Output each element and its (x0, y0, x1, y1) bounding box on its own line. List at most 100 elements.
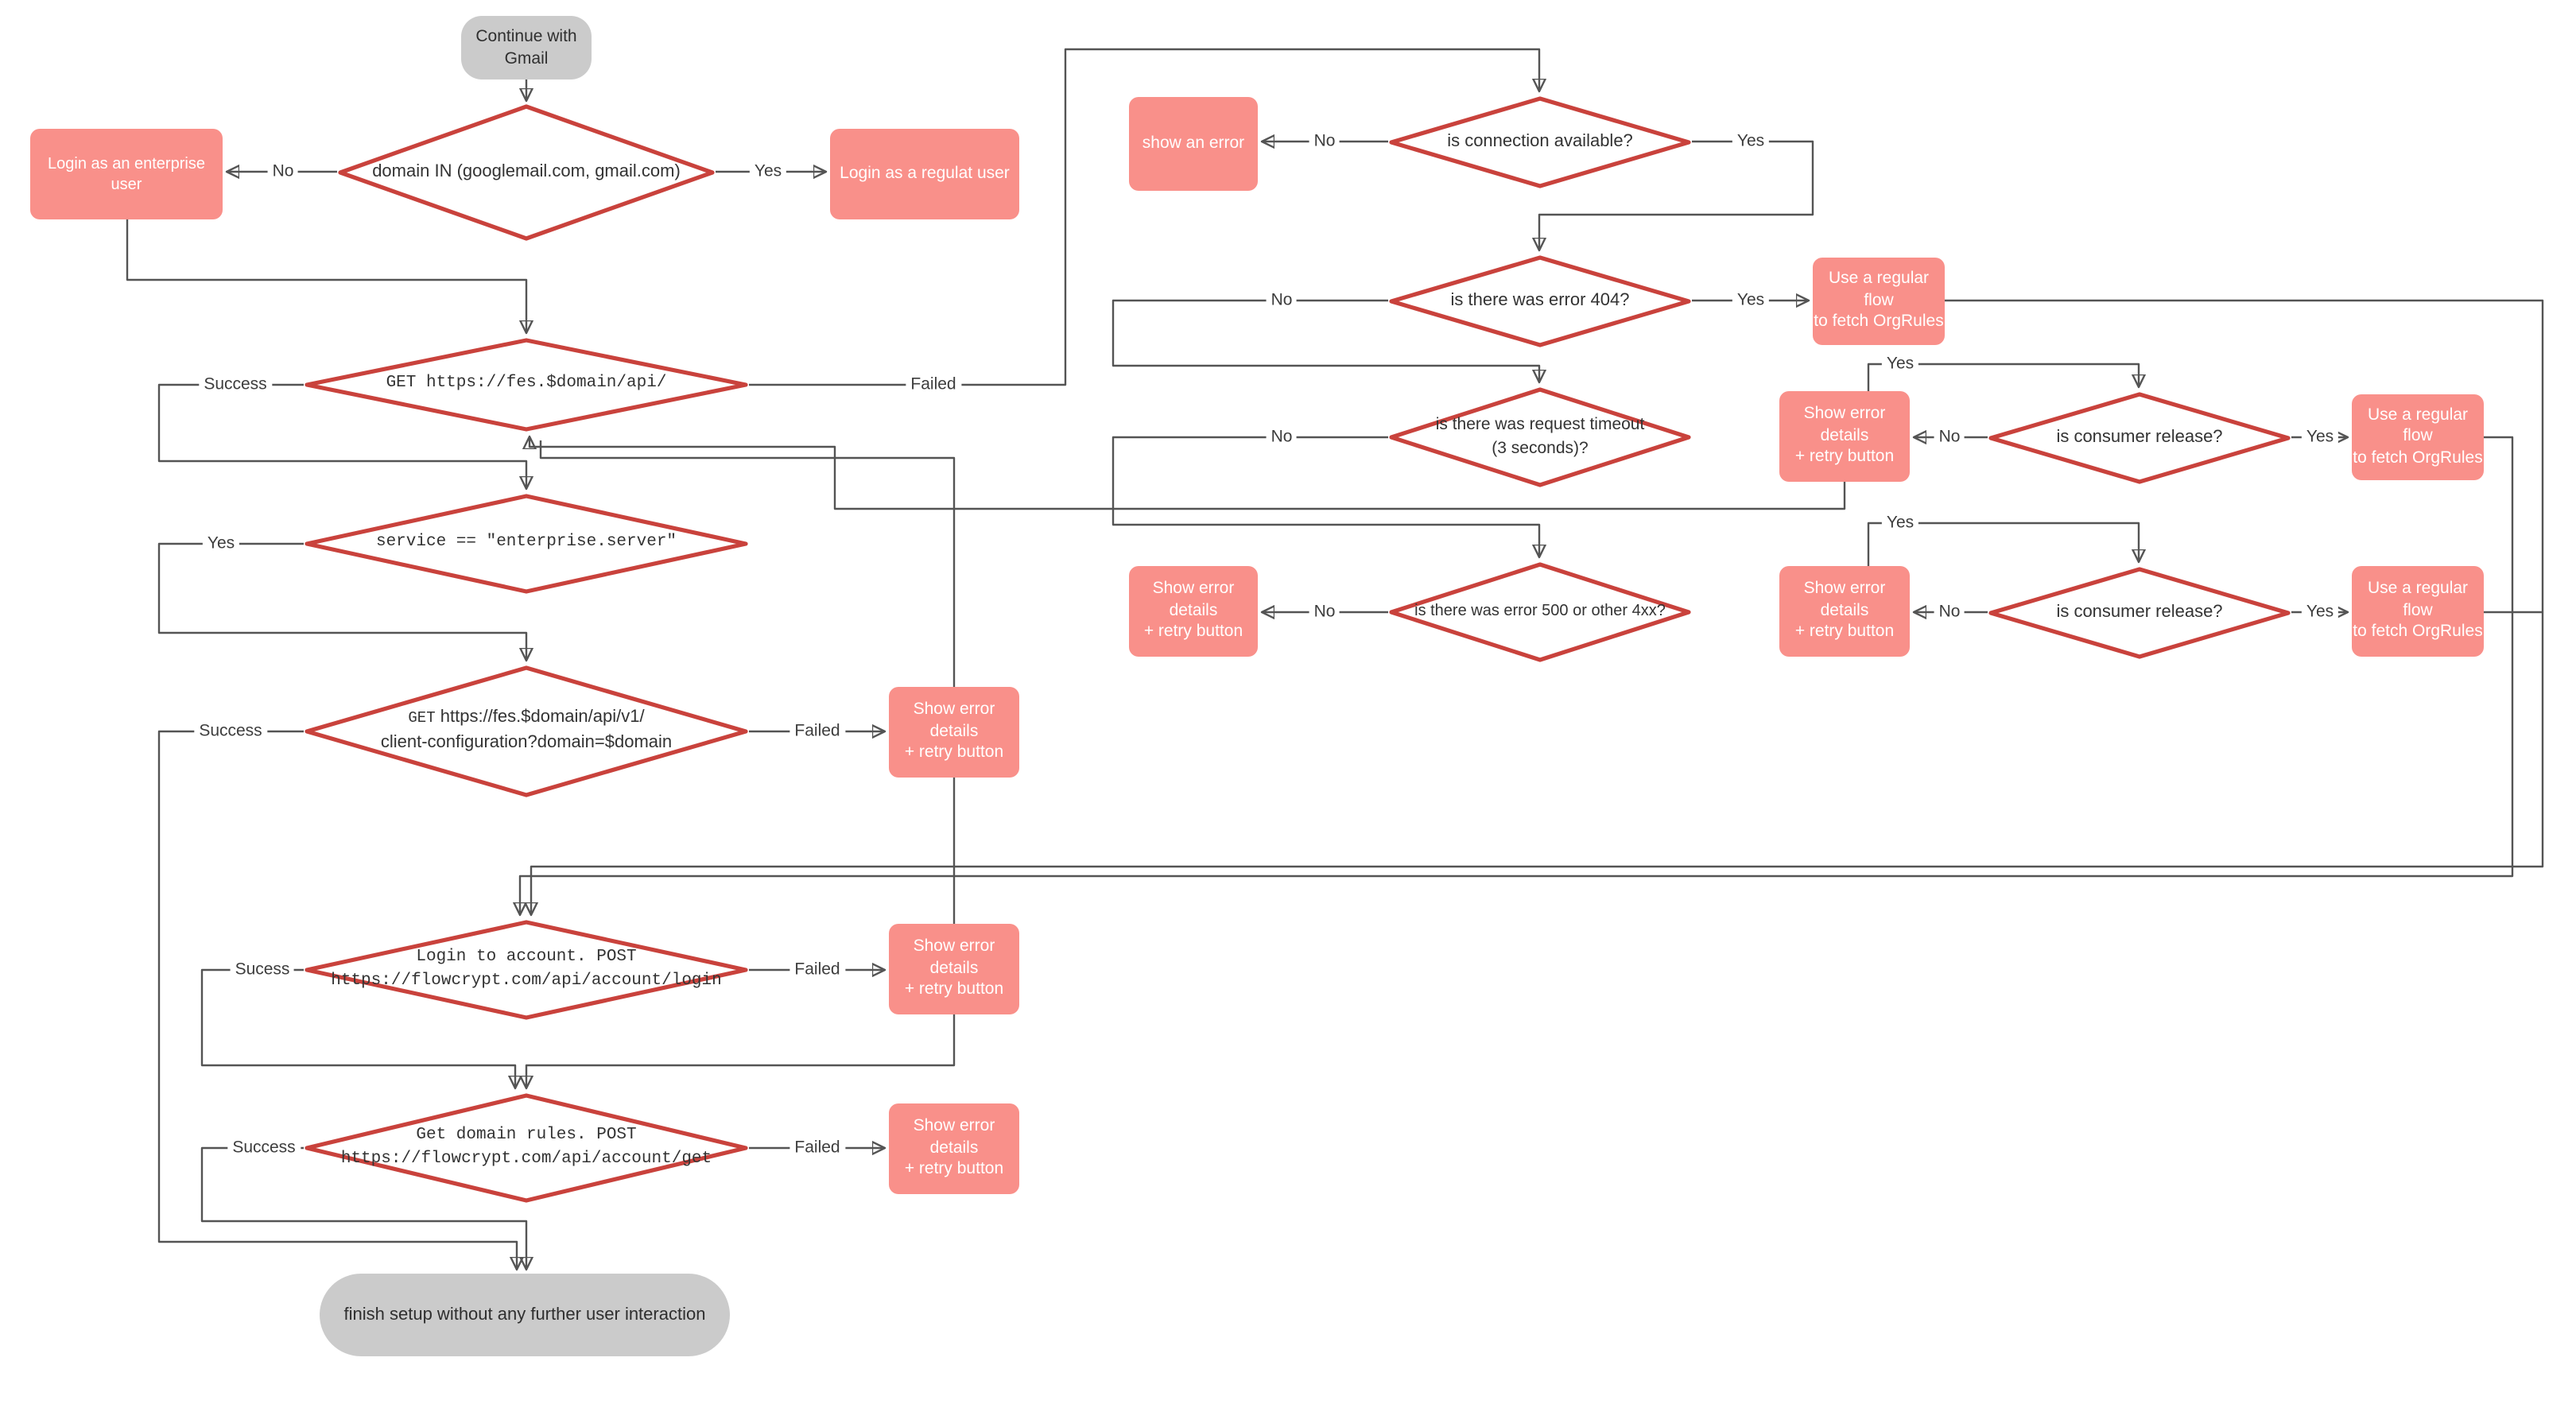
edge-label-success: Success (199, 374, 272, 395)
edge-rail-orgrules-1 (531, 299, 2544, 914)
decision-service-enterprise: service == "enterprise.server" (304, 493, 749, 595)
decision-client-config-line2: client-configuration?domain=$domain (380, 733, 673, 752)
regular-flow-line1: Use a regular flow (2367, 405, 2469, 446)
edge-label-yes: Yes (1881, 354, 1919, 374)
edge-error2-to-getrules (526, 1014, 956, 1088)
decision-consumer1-label: is consumer release? (2056, 427, 2223, 447)
show-error-line1: Show error details (1803, 404, 1886, 445)
edge-label-success: Success (227, 1138, 301, 1158)
diamond-shape (305, 494, 748, 594)
show-error-line2: + retry button (1794, 622, 1895, 642)
edge-label-failed: Failed (789, 1138, 845, 1158)
terminator-continue-with-gmail: Continue with Gmail (461, 16, 592, 80)
process-login-regular-label: Login as a regulat user (840, 163, 1010, 183)
edge-label-yes: Yes (202, 533, 240, 554)
decision-request-timeout: is there was request timeout (3 seconds)… (1388, 386, 1692, 488)
diamond-shape (305, 665, 748, 797)
edge-label-yes: Yes (2301, 602, 2339, 622)
decision-get-fes-api: GET https://fes.$domain/api/ (304, 337, 749, 432)
diamond-shape (305, 1093, 748, 1203)
decision-rules-line1: Get domain rules. POST (416, 1125, 637, 1145)
decision-timeout-line2: (3 seconds)? (1492, 439, 1589, 458)
edge-label-no: No (1309, 602, 1340, 622)
terminator-finish-setup: finish setup without any further user in… (320, 1274, 730, 1356)
edge-label-yes: Yes (749, 161, 787, 182)
decision-client-configuration: GET https://fes.$domain/api/v1/ client-c… (304, 665, 749, 798)
show-error-line1: Show error details (1152, 579, 1235, 620)
edge-rail-orgrules-2 (520, 436, 2514, 914)
edge-label-no: No (267, 161, 299, 182)
edge-label-no: No (1934, 602, 1965, 622)
edge-timeout-no (1111, 436, 1539, 557)
decision-timeout-line1: is there was request timeout (1435, 414, 1645, 434)
process-regular-flow-orgrules-1: Use a regular flow to fetch OrgRules (1813, 258, 1945, 345)
decision-get-domain-rules: Get domain rules. POST https://flowcrypt… (304, 1092, 749, 1204)
edge-connavail-yes (1539, 140, 1814, 250)
show-error-line1: Show error details (913, 1116, 995, 1158)
edge-404-no (1111, 299, 1539, 382)
edge-label-success: Success (194, 721, 267, 742)
edge-label-yes: Yes (1732, 290, 1770, 311)
diamond-shape (1389, 387, 1691, 487)
edge-enterprise-to-getfes (126, 219, 526, 332)
decision-consumer-release-1: is consumer release? (1988, 391, 2291, 485)
process-show-error-retry-2: Show error details + retry button (889, 924, 1019, 1014)
process-show-an-error: show an error (1129, 97, 1258, 191)
decision-connection-label: is connection available? (1447, 131, 1633, 151)
decision-404-label: is there was error 404? (1450, 290, 1630, 310)
process-login-enterprise-label: Login as an enterprise user (48, 155, 205, 193)
regular-flow-line1: Use a regular flow (2367, 579, 2469, 620)
decision-rules-line2: https://flowcrypt.com/api/account/get (340, 1150, 712, 1169)
edge-label-failed: Failed (789, 960, 845, 980)
client-config-url-part1: https://fes.$domain/api/v1/ (440, 708, 645, 727)
edge-label-no: No (1934, 427, 1965, 448)
edge-retry-loop-right (530, 437, 1846, 510)
regular-flow-line2: to fetch OrgRules (2353, 448, 2483, 467)
edge-label-yes: Yes (1732, 131, 1770, 152)
diamond-shape (1988, 392, 2291, 484)
show-error-line2: + retry button (1143, 622, 1243, 642)
diamond-shape (1988, 567, 2291, 659)
decision-error-500: is there was error 500 or other 4xx? (1388, 561, 1692, 663)
decision-service-label: service == "enterprise.server" (375, 533, 677, 553)
regular-flow-line1: Use a regular flow (1828, 269, 1930, 310)
decision-login-line1: Login to account. POST (416, 947, 637, 967)
show-error-line2: + retry button (1794, 447, 1895, 467)
show-an-error-label: show an error (1142, 133, 1245, 153)
process-show-error-retry-3: Show error details + retry button (889, 1103, 1019, 1194)
process-show-error-retry-6: Show error details + retry button (1779, 566, 1910, 657)
diamond-shape (1389, 562, 1691, 662)
regular-flow-line2: to fetch OrgRules (2353, 622, 2483, 642)
diamond-shape (1389, 96, 1691, 188)
show-error-line2: + retry button (904, 1159, 1004, 1179)
edge-label-yes: Yes (1881, 513, 1919, 533)
diamond-shape (338, 104, 715, 241)
edge-label-yes: Yes (2301, 427, 2339, 448)
decision-500-label: is there was error 500 or other 4xx? (1414, 602, 1666, 620)
edge-retry-loop-error1 (539, 440, 956, 687)
decision-error-404: is there was error 404? (1388, 254, 1692, 348)
show-error-line2: + retry button (904, 979, 1004, 999)
show-error-line1: Show error details (913, 700, 995, 741)
diamond-shape (305, 920, 748, 1020)
diamond-shape (1389, 255, 1691, 347)
show-error-line2: + retry button (904, 743, 1004, 762)
decision-login-line2: https://flowcrypt.com/api/account/login (331, 972, 722, 991)
decision-client-config-line1: GET https://fes.$domain/api/v1/ (408, 706, 644, 731)
edge-label-no: No (1309, 131, 1340, 152)
regular-flow-line2: to fetch OrgRules (1814, 312, 1944, 332)
edge-label-no: No (1266, 427, 1298, 448)
process-show-error-retry-5: Show error details + retry button (1129, 566, 1258, 657)
terminator-start-label: Continue with Gmail (475, 26, 577, 68)
terminator-finish-label: finish setup without any further user in… (343, 1305, 706, 1324)
decision-domain-in: domain IN (googlemail.com, gmail.com) (337, 103, 716, 242)
show-error-line1: Show error details (913, 937, 995, 978)
process-show-error-retry-1: Show error details + retry button (889, 687, 1019, 778)
decision-login-account: Login to account. POST https://flowcrypt… (304, 919, 749, 1021)
edge-label-failed: Failed (789, 721, 845, 742)
process-login-regular: Login as a regulat user (830, 129, 1019, 219)
process-login-enterprise: Login as an enterprise user (30, 129, 223, 219)
process-regular-flow-orgrules-3: Use a regular flow to fetch OrgRules (2352, 566, 2484, 657)
edge-label-sucess: Sucess (230, 960, 295, 980)
